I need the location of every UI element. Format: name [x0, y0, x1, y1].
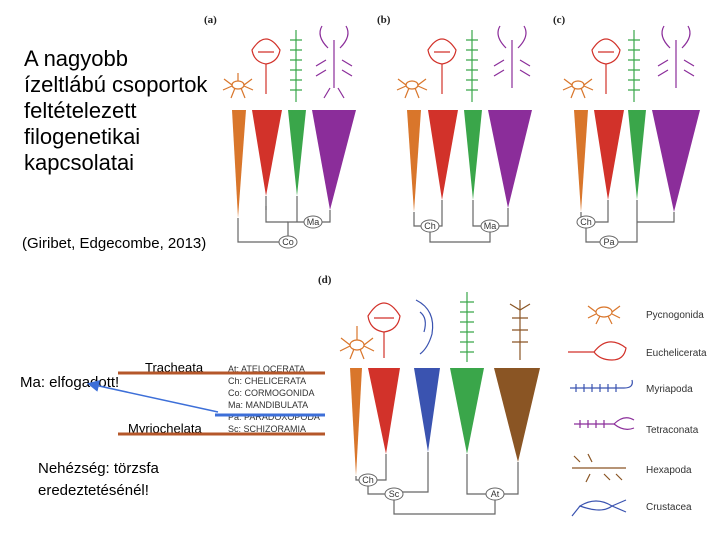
legend-icons — [568, 306, 634, 516]
insect-legend-icon — [572, 454, 626, 482]
clade-wedge-tetraconata — [450, 368, 484, 454]
arrow-to-accepted-note — [90, 384, 218, 412]
svg-text:Co: Co — [282, 237, 294, 247]
shrimp-icon — [416, 300, 433, 354]
myriapod-icon — [466, 30, 478, 102]
lobster-legend-icon — [574, 418, 634, 430]
lobster-icon — [494, 26, 530, 88]
svg-text:Ch: Ch — [424, 221, 436, 231]
clade-wedge-tetraconata — [652, 110, 700, 212]
node-ma-b: Ma — [481, 220, 499, 232]
clade-wedge-euchelicerata — [428, 110, 458, 200]
tree-branches-d — [356, 452, 518, 514]
pycnogonid-icon — [340, 326, 374, 359]
insect-icon — [510, 300, 530, 360]
svg-text:Ma: Ma — [307, 217, 320, 227]
node-ch-d: Ch — [359, 474, 377, 486]
horseshoe-crab-legend-icon — [568, 342, 626, 360]
pycnogonid-icon — [397, 79, 427, 98]
myriapod-icon — [628, 30, 640, 102]
svg-text:At: At — [491, 489, 500, 499]
horseshoe-crab-icon — [428, 39, 456, 94]
clade-wedge-euchelicerata — [368, 368, 400, 454]
clade-wedge-euchelicerata — [594, 110, 624, 200]
clade-wedge-myriapoda — [628, 110, 646, 200]
svg-text:Ch: Ch — [362, 475, 374, 485]
node-ch-c: Ch — [577, 216, 595, 228]
lobster-icon — [658, 26, 694, 88]
pycnogonid-icon — [223, 73, 253, 98]
lobster-icon — [316, 26, 352, 98]
copepod-legend-icon — [572, 500, 626, 516]
tree-panel-a: Ma Co — [223, 26, 356, 248]
node-at-d: At — [486, 488, 504, 500]
centipede-legend-icon — [570, 380, 632, 392]
pycnogonid-icon — [563, 79, 593, 98]
clade-wedge-myriapoda — [414, 368, 440, 452]
svg-text:Ch: Ch — [580, 217, 592, 227]
horseshoe-crab-icon — [592, 39, 620, 94]
svg-text:Pa: Pa — [603, 237, 614, 247]
node-sc-d: Sc — [385, 488, 403, 500]
clade-wedge-crustacea — [494, 368, 540, 462]
clade-wedge-tetraconata — [488, 110, 532, 208]
clade-wedge-pycnogonida — [232, 110, 246, 218]
node-pa-c: Pa — [600, 236, 618, 248]
tree-panel-d: Ch Sc At — [340, 292, 540, 514]
node-ma-a: Ma — [304, 216, 322, 228]
svg-text:Sc: Sc — [389, 489, 400, 499]
tree-panel-b: Ch Ma — [397, 26, 532, 242]
node-ch-b: Ch — [421, 220, 439, 232]
horseshoe-crab-icon — [252, 39, 280, 94]
clade-wedge-tetraconata — [312, 110, 356, 210]
myriapod-icon — [460, 292, 474, 362]
svg-text:Ma: Ma — [484, 221, 497, 231]
clade-wedge-pycnogonida — [350, 368, 362, 476]
clade-wedge-myriapoda — [464, 110, 482, 200]
clade-wedge-pycnogonida — [574, 110, 588, 212]
clade-wedge-pycnogonida — [407, 110, 421, 212]
myriapod-icon — [290, 30, 302, 102]
pycnogonid-legend-icon — [588, 306, 620, 324]
node-co-a: Co — [279, 236, 297, 248]
clade-wedge-euchelicerata — [252, 110, 282, 196]
tree-branch-a2 — [266, 206, 288, 222]
tree-panel-c: Ch Pa — [563, 26, 700, 248]
clade-wedge-myriapoda — [288, 110, 306, 196]
